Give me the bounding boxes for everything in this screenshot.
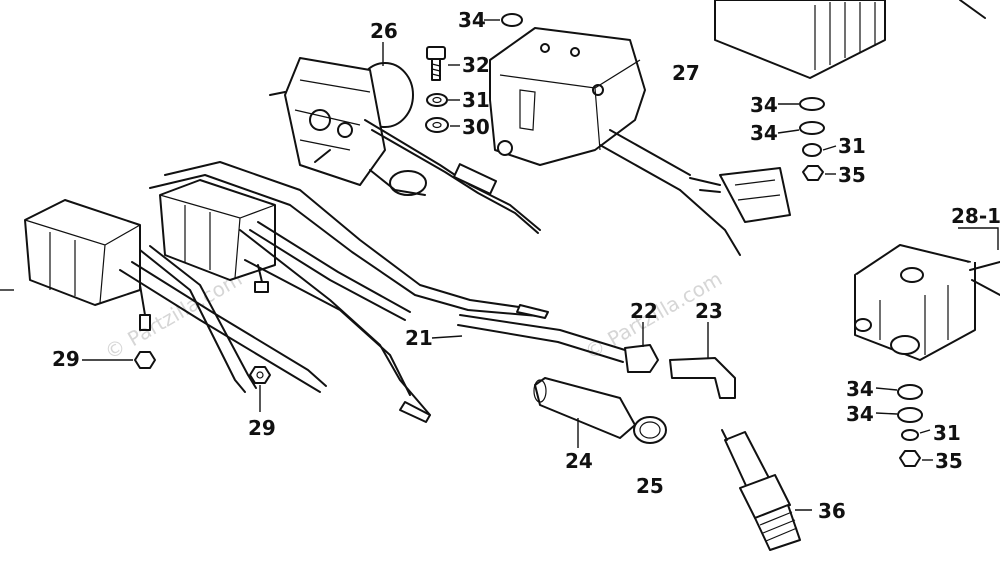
high-tension-cords [119,161,626,423]
part-27-box [489,27,791,256]
hardware-stack-upper [799,97,825,181]
label-part-35-a: 35 [838,163,866,187]
label-part-32: 32 [462,53,490,77]
label-part-25: 25 [636,474,664,498]
washer-30 [425,117,449,133]
nut-29-center [249,366,271,384]
label-part-22: 22 [630,299,658,323]
leader-lines [0,19,999,511]
label-part-29-center: 29 [248,416,276,440]
label-part-21: 21 [405,326,433,350]
regulator-unit [714,0,986,79]
label-part-34-top: 34 [458,8,486,32]
nut-29-left [134,351,156,369]
label-part-26: 26 [370,19,398,43]
part-36-spark-plug [721,429,801,551]
bolt-32 [426,46,446,81]
washer-31-upper [426,93,448,107]
label-part-34-e: 34 [846,402,874,426]
label-part-23: 23 [695,299,723,323]
label-part-31-b: 31 [838,134,866,158]
label-part-28-1: 28-1 [951,204,1000,228]
part-25-ring [633,416,667,444]
label-part-24: 24 [565,449,593,473]
part-24-cap [533,377,636,439]
label-part-34-d: 34 [846,377,874,401]
hardware-stack-lower [897,384,923,467]
part-26-switch [269,57,541,234]
ignition-coil-right [159,179,276,293]
part-22-cap [624,344,659,373]
washer-34-top [501,13,523,27]
label-part-34-b: 34 [750,93,778,117]
part-28-1-relay [854,244,1000,361]
label-part-30: 30 [462,115,490,139]
label-part-34-c: 34 [750,121,778,145]
label-part-31-upper: 31 [462,88,490,112]
ignition-coil-left [24,199,151,331]
label-part-35-b: 35 [935,449,963,473]
part-labels: 34 26 32 31 30 27 34 34 31 35 28-1 34 34… [52,8,1000,523]
label-part-27: 27 [672,61,700,85]
label-part-29-left: 29 [52,347,80,371]
label-part-36: 36 [818,499,846,523]
part-23-elbow [669,357,736,399]
label-part-31-c: 31 [933,421,961,445]
